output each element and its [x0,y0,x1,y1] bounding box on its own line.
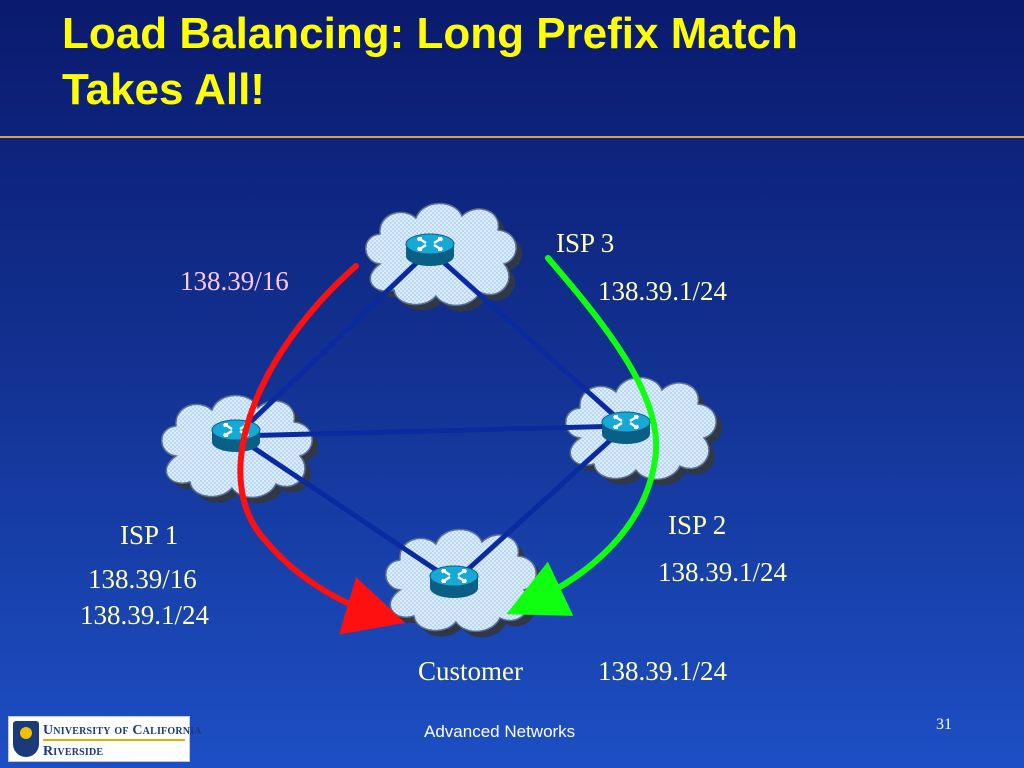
logo-line-1: University of California [43,723,202,738]
page-number: 31 [936,716,952,733]
logo-line-2: Riverside [43,744,104,759]
title-line-2: Takes All! [62,65,265,114]
footer-course: Advanced Networks [424,722,576,741]
router-icon-isp3 [404,232,456,268]
title-line-1: Load Balancing: Long Prefix Match [62,9,798,58]
red-route-arrow [237,263,406,635]
customer-name: Customer [418,656,523,686]
title-divider [0,136,1024,138]
customer-prefix: 138.39.1/24 [598,656,728,686]
ucr-logo: University of California Riverside [8,716,202,762]
link-isp1-isp2 [235,423,627,439]
router-icon-customer [428,564,480,600]
isp2-prefix: 138.39.1/24 [658,557,788,587]
red-path-label: 138.39/16 [180,266,289,296]
link-isp3-isp1 [234,248,432,438]
isp3-prefix: 138.39.1/24 [598,276,728,306]
isp1-name: ISP 1 [120,520,179,550]
link-isp3-isp2 [428,248,628,428]
link-isp2-customer [452,424,628,584]
isp3-name: ISP 3 [556,228,615,258]
logo-rule [43,739,185,741]
router-icon-isp2 [600,410,652,446]
link-isp1-customer [234,433,456,585]
isp1-prefix-a: 138.39/16 [88,564,197,594]
isp2-name: ISP 2 [668,510,727,540]
slide-title: Load Balancing: Long Prefix Match Takes … [62,6,962,118]
ucr-seal-icon [13,721,39,757]
green-route-arrow [506,255,660,616]
isp1-prefix-b: 138.39.1/24 [80,600,210,630]
router-icon-isp1 [210,418,262,454]
